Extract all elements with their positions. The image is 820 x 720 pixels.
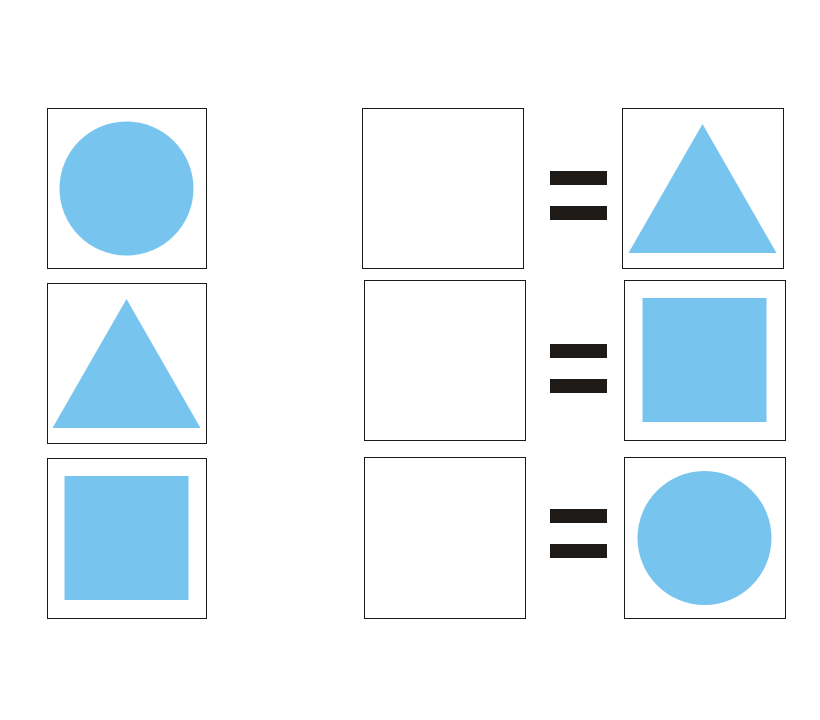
square-shape (64, 476, 189, 600)
equals-bar-top (550, 344, 607, 358)
equals-sign (550, 509, 607, 558)
puzzle-row-3 (47, 457, 786, 619)
answer-box-empty (362, 108, 524, 269)
equals-bar-top (550, 171, 607, 185)
square-shape (642, 298, 767, 422)
circle-shape (637, 471, 772, 605)
right-box (624, 280, 786, 441)
puzzle-row-1 (47, 108, 784, 269)
answer-box-empty (364, 280, 526, 441)
left-box (47, 458, 207, 619)
left-box (47, 108, 207, 269)
puzzle-row-2 (47, 280, 786, 444)
answer-box-empty (364, 457, 526, 619)
circle-shape (59, 121, 194, 256)
equals-sign (550, 344, 607, 393)
equals-sign (550, 171, 607, 220)
left-box (47, 283, 207, 444)
equals-bar-bottom (550, 379, 607, 393)
triangle-shape (628, 124, 777, 253)
right-box (624, 457, 786, 619)
equals-bar-bottom (550, 544, 607, 558)
puzzle-rows (47, 108, 786, 619)
right-box (622, 108, 784, 269)
equals-bar-bottom (550, 206, 607, 220)
equals-bar-top (550, 509, 607, 523)
triangle-shape (52, 299, 201, 428)
